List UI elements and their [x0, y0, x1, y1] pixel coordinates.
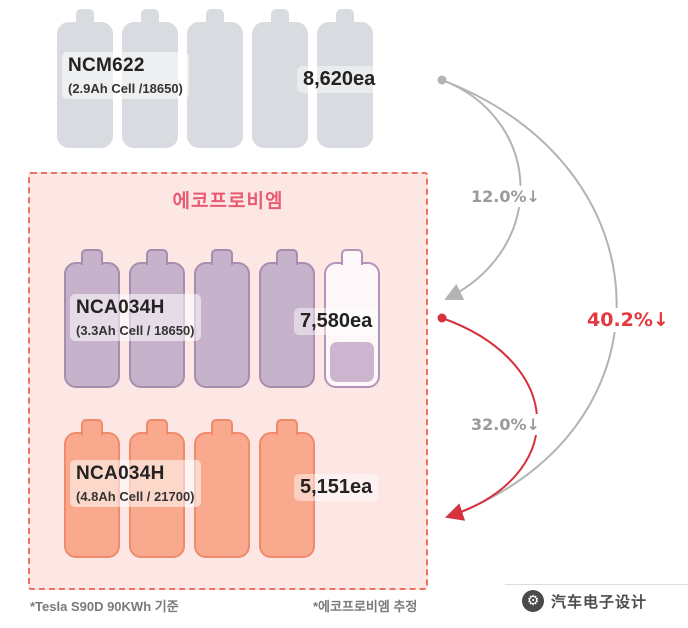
- battery-cell-icon: [259, 432, 315, 558]
- nca-21700-spec: (4.8Ah Cell / 21700): [76, 489, 195, 504]
- nca-18650-label-block: NCA034H (3.3Ah Cell / 18650): [70, 294, 201, 341]
- nca-21700-count: 5,151ea: [294, 474, 379, 501]
- ncm622-spec: (2.9Ah Cell /18650): [68, 81, 183, 96]
- arrow-origin-dot-gray: [437, 75, 447, 85]
- ncm622-name: NCM622: [68, 55, 145, 76]
- nca-21700-label-block: NCA034H (4.8Ah Cell / 21700): [70, 460, 201, 507]
- ncm622-label-block: NCM622 (2.9Ah Cell /18650): [62, 52, 189, 99]
- reduction-label-mid-to-bottom: 32.0%↓: [468, 414, 543, 435]
- ncm622-count: 8,620ea: [297, 66, 382, 93]
- nca-18650-count: 7,580ea: [294, 308, 379, 335]
- footnote-tesla: *Tesla S90D 90KWh 기준: [30, 599, 179, 614]
- battery-cell-icon: [252, 22, 308, 148]
- battery-cell-partial-icon: [324, 262, 380, 388]
- battery-partial-fill: [330, 342, 374, 382]
- watermark: ⚙ 汽车电子设计: [522, 590, 647, 612]
- footnote-ecopro: *에코프로비엠 추정: [313, 599, 418, 614]
- nca-18650-spec: (3.3Ah Cell / 18650): [76, 323, 195, 338]
- ecopro-box-title: 에코프로비엠: [172, 191, 284, 212]
- battery-cell-icon: [187, 22, 243, 148]
- battery-cell-icon: [317, 22, 373, 148]
- arrow-top-to-bottom: [441, 79, 618, 521]
- battery-cell-icon: [259, 262, 315, 388]
- watermark-divider: [505, 584, 688, 585]
- battery-cell-icon: [194, 262, 250, 388]
- nca-21700-cell-row: [64, 432, 315, 558]
- watermark-text: 汽车电子设计: [551, 593, 648, 611]
- gear-icon: ⚙: [522, 590, 544, 612]
- reduction-label-top-to-mid: 12.0%↓: [468, 186, 543, 207]
- arrow-origin-dot-red: [437, 313, 447, 323]
- nca-21700-name: NCA034H: [76, 463, 165, 484]
- reduction-label-top-to-bottom: 40.2%↓: [584, 308, 672, 332]
- battery-cell-icon: [194, 432, 250, 558]
- nca-18650-name: NCA034H: [76, 297, 165, 318]
